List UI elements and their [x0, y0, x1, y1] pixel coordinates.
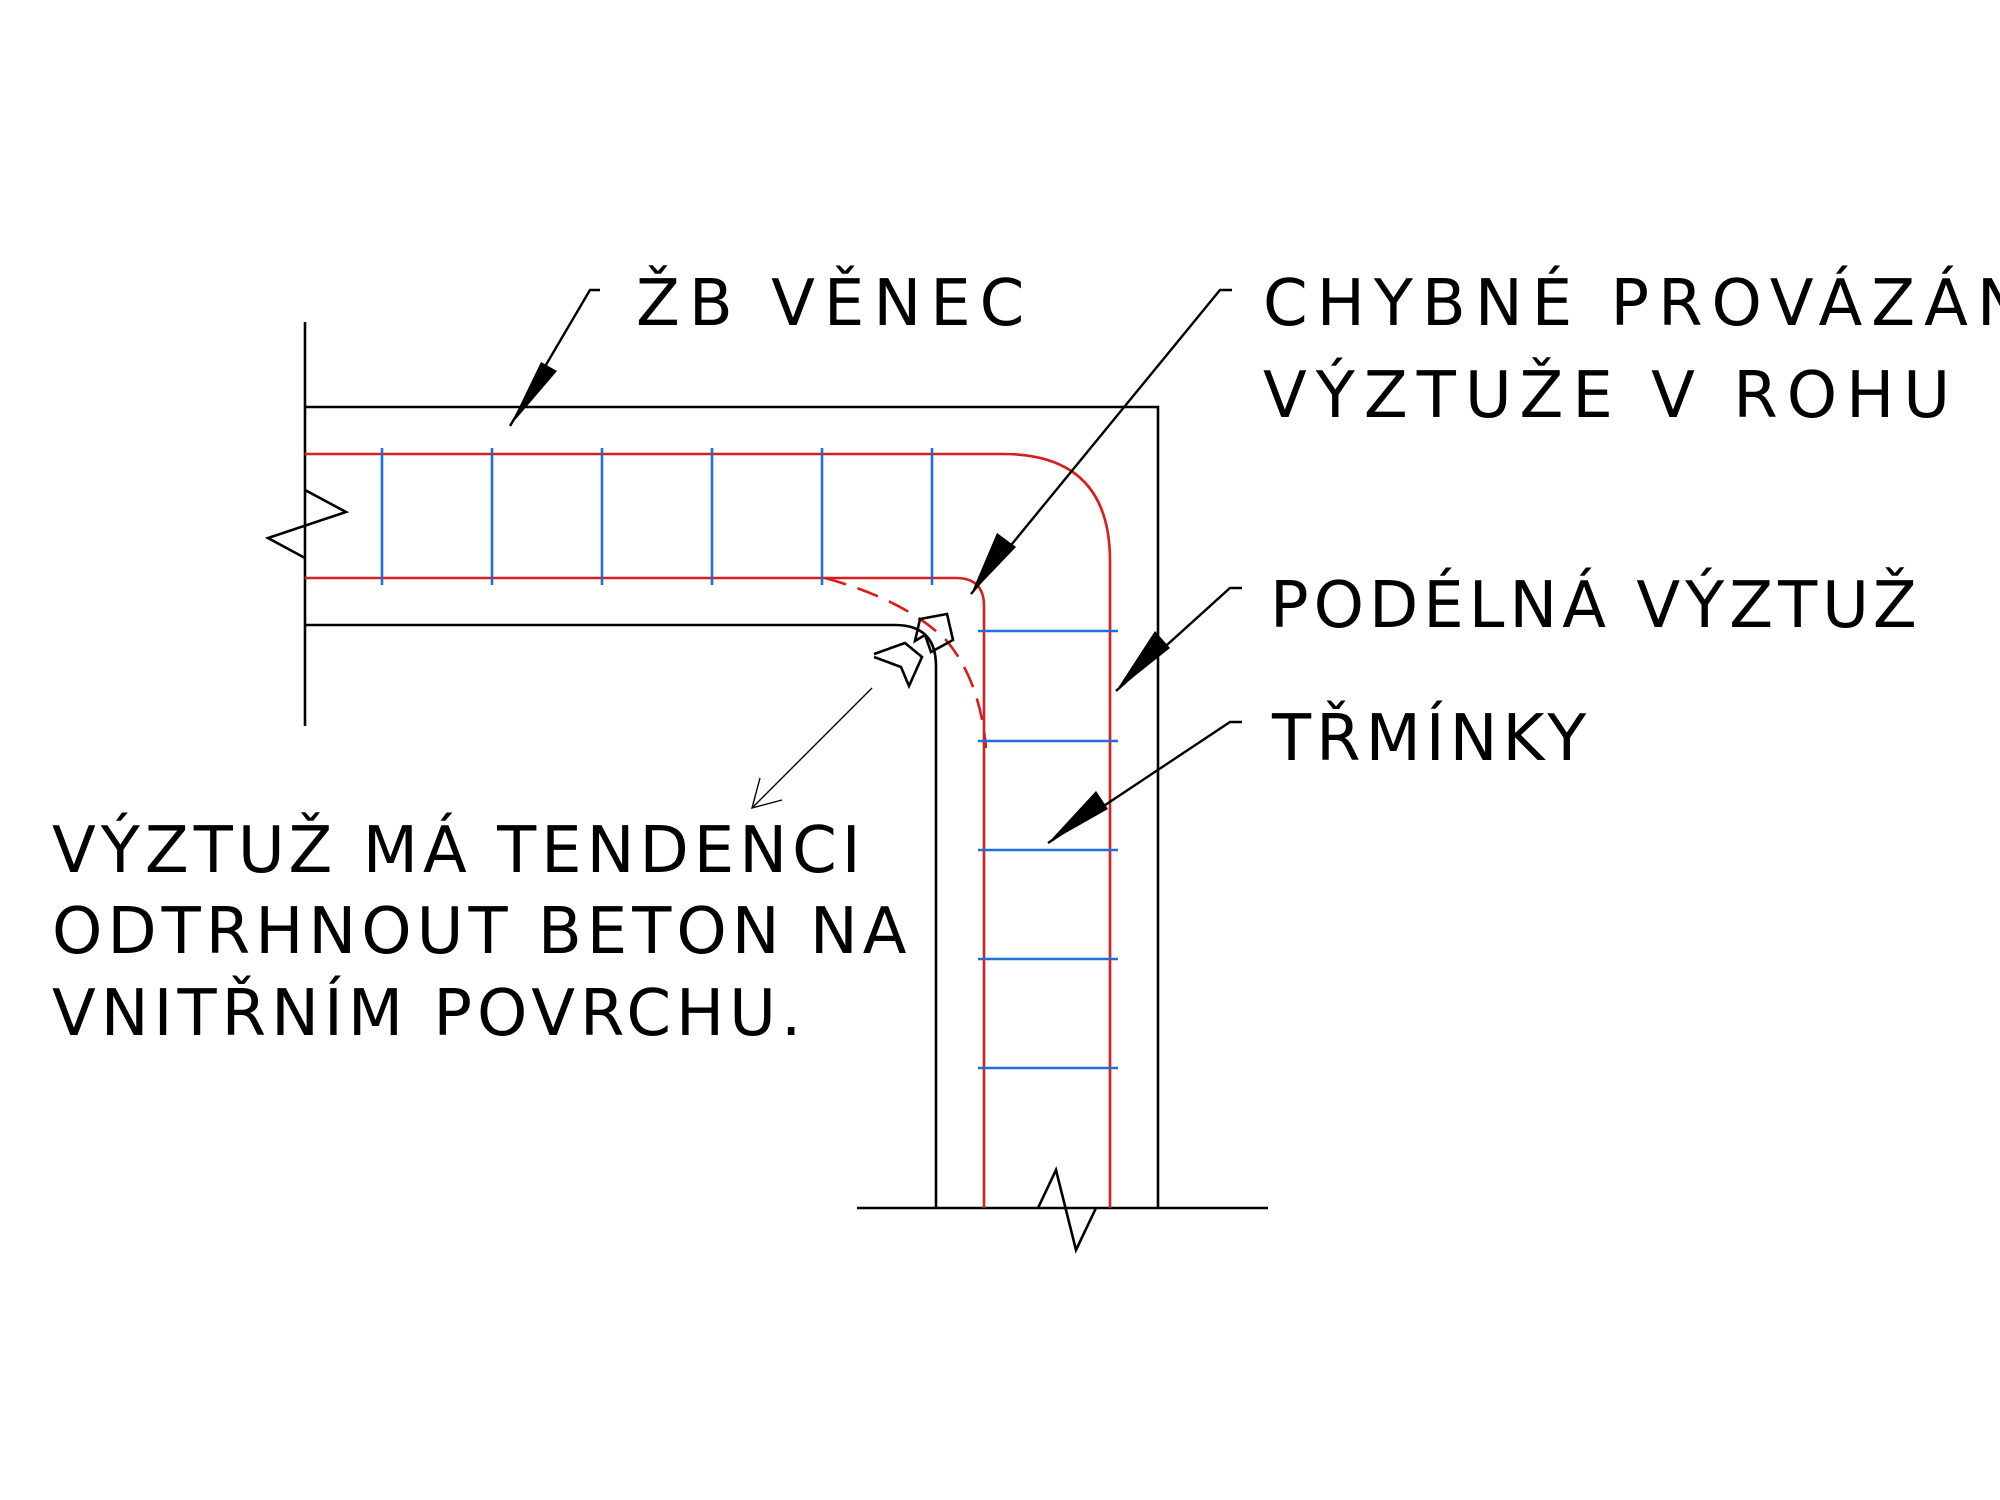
spalled-concrete-fragment [913, 612, 955, 654]
concrete-outline [264, 322, 1268, 1254]
spalled-chip [873, 641, 924, 690]
outer-longitudinal-bar [305, 452, 1112, 1208]
leader-arrows [508, 288, 1242, 844]
spalling-symbol [751, 612, 955, 809]
break-line-left [264, 488, 350, 560]
label-note-line3: VNITŘNÍM POVRCHU. [52, 975, 806, 1051]
label-note-line2: ODTRHNOUT BETON NA [52, 895, 912, 969]
stirrups [380, 448, 1118, 1070]
arrow-icon [1116, 631, 1170, 691]
beam-top-edge [305, 405, 1160, 1208]
arrow-icon [971, 533, 1016, 594]
label-faulty-connection-line2: VÝZTUŽE V ROHU [1263, 357, 1959, 433]
break-line-bottom [1036, 1166, 1098, 1254]
inner-longitudinal-bar [305, 576, 986, 1208]
label-longitudinal-rebar: PODÉLNÁ VÝZTUŽ [1270, 567, 1922, 643]
label-stirrups: TŘMÍNKY [1271, 700, 1591, 776]
inner-bar-dashed-ideal [824, 576, 988, 749]
arrow-icon [510, 362, 557, 426]
faulty-connection-leader [970, 288, 1232, 595]
tension-arrow-head [751, 777, 783, 809]
tension-arrow-line [751, 687, 873, 809]
arrow-icon [1048, 791, 1108, 843]
label-ring-beam: ŽB VĚNEC [636, 265, 1033, 341]
stirrups-leader [1047, 720, 1242, 844]
label-faulty-connection-line1: CHYBNÉ PROVÁZÁNÍ [1263, 265, 2000, 341]
label-note-line1: VÝZTUŽ MÁ TENDENCI [52, 812, 866, 888]
